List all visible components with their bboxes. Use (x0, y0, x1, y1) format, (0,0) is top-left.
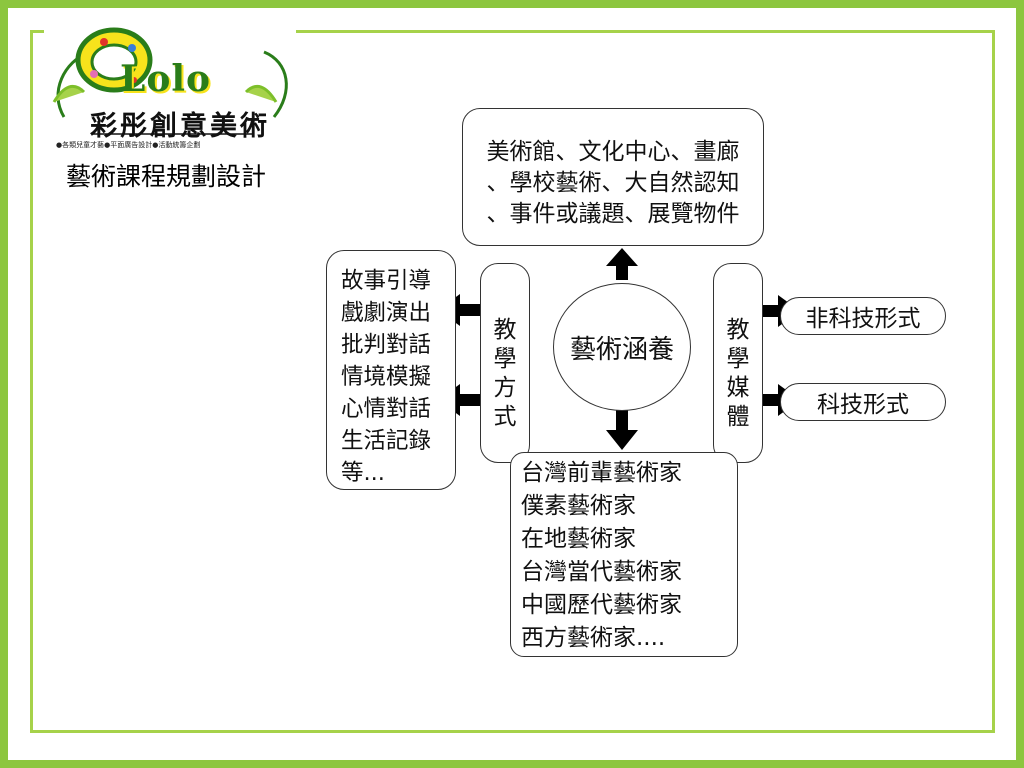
media-label-char: 教 (726, 317, 750, 343)
method-item: 生活記錄 (341, 428, 432, 454)
method-item: 戲劇演出 (341, 300, 432, 326)
logo-graphic (52, 27, 288, 135)
venues-line: 、事件或議題、展覽物件 (486, 201, 740, 227)
teaching-method-label: 教 學 方 式 (480, 263, 530, 463)
teaching-media-label: 教 學 媒 體 (713, 263, 763, 463)
artist-item: 西方藝術家.... (521, 625, 666, 651)
center-label: 藝術涵養 (569, 334, 674, 365)
media-label-char: 學 (726, 346, 750, 372)
logo-tagline: ●各類兒童才藝●平面廣告設計●活動統籌企劃 (56, 141, 201, 149)
venues-line: 美術館、文化中心、畫廊 (486, 139, 740, 165)
method-label-char: 方 (493, 375, 517, 401)
teaching-method-list: 故事引導 戲劇演出 批判對話 情境模擬 心情對話 生活記錄 等... (326, 250, 456, 490)
media-label-char: 媒 (726, 375, 750, 401)
method-item: 情境模擬 (341, 364, 432, 390)
method-label-char: 教 (493, 317, 517, 343)
method-item: 心情對話 (341, 396, 432, 422)
logo-banner: 彩彤創意美術 (90, 111, 270, 142)
artist-item: 在地藝術家 (521, 526, 636, 552)
artist-item: 台灣前輩藝術家 (521, 460, 682, 486)
tech-label: 科技形式 (817, 392, 909, 418)
non-tech-pill: 非科技形式 (780, 297, 946, 335)
artists-box: 台灣前輩藝術家 僕素藝術家 在地藝術家 台灣當代藝術家 中國歷代藝術家 西方藝術… (510, 452, 738, 657)
venues-box: 美術館、文化中心、畫廊 、學校藝術、大自然認知 、事件或議題、展覽物件 (462, 108, 764, 246)
method-item: 批判對話 (341, 332, 432, 358)
media-label-char: 體 (726, 404, 750, 430)
inner-frame-bottom (30, 730, 995, 733)
venues-line: 、學校藝術、大自然認知 (486, 170, 740, 196)
method-item: 等... (341, 460, 385, 486)
tech-pill: 科技形式 (780, 383, 946, 421)
artist-item: 台灣當代藝術家 (521, 559, 682, 585)
logo-word: Lolo (120, 58, 212, 100)
inner-frame-left (30, 30, 33, 732)
inner-frame-top-left (30, 30, 44, 33)
method-item: 故事引導 (341, 268, 432, 294)
center-circle: 藝術涵養 (553, 283, 691, 411)
artist-item: 僕素藝術家 (521, 493, 636, 519)
method-label-char: 學 (493, 346, 517, 372)
inner-frame-top (296, 30, 994, 33)
method-label-char: 式 (493, 404, 517, 430)
non-tech-label: 非科技形式 (805, 306, 921, 332)
artist-item: 中國歷代藝術家 (521, 592, 682, 618)
inner-frame-right (992, 30, 995, 732)
page-title: 藝術課程規劃設計 (66, 162, 267, 191)
